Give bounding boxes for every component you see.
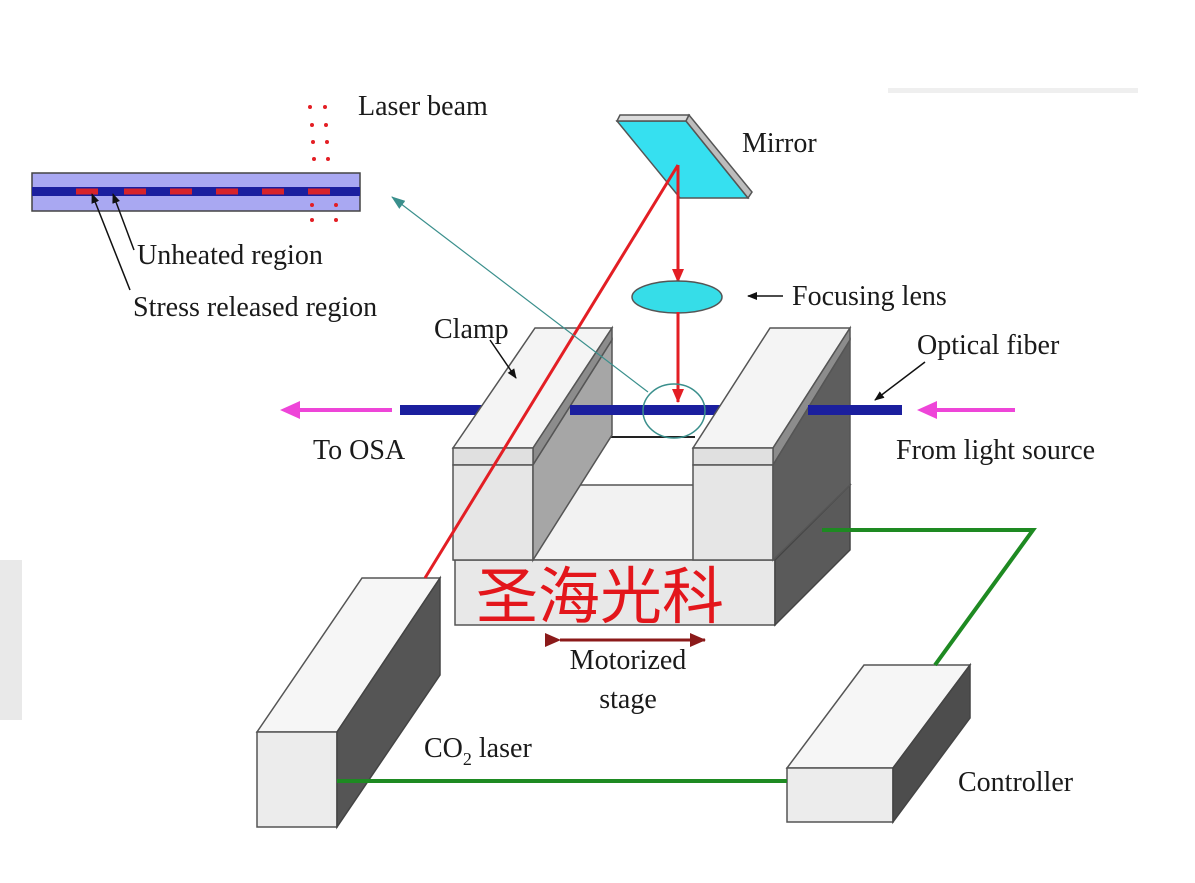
unheated-region-label: Unheated region <box>137 240 323 271</box>
co2-laser-label: CO2 laser <box>424 733 532 769</box>
grating-segment <box>262 188 284 195</box>
controller-box <box>785 662 972 825</box>
grating-segment <box>124 188 146 195</box>
watermark-text: 圣海光科 <box>476 560 724 633</box>
background-artifact <box>0 560 22 720</box>
optical-fiber-label: Optical fiber <box>917 330 1060 361</box>
mirror <box>615 113 753 200</box>
inset-laser-beam-dots <box>308 105 338 222</box>
stress-released-pointer <box>91 193 131 291</box>
focusing-lens <box>631 280 723 314</box>
from-light-source-label: From light source <box>896 435 1095 466</box>
optical-fiber-front <box>570 405 705 415</box>
fiber-pointer <box>874 361 926 401</box>
inset-core <box>32 187 360 196</box>
grating-segment <box>76 188 98 195</box>
from-light-source-arrowhead <box>917 401 937 419</box>
co2-laser-box <box>255 575 442 830</box>
magnify-circle <box>642 383 706 439</box>
right-clamp <box>691 325 852 562</box>
mirror-label: Mirror <box>742 128 817 159</box>
stress-released-region-label: Stress released region <box>133 292 377 323</box>
grating-segment <box>308 188 330 195</box>
unheated-pointer <box>112 193 135 251</box>
co2-prefix: CO <box>424 733 463 764</box>
left-clamp <box>451 325 614 563</box>
inset-pointer <box>391 196 649 393</box>
background-artifact-line <box>888 88 1138 93</box>
stage-label: stage <box>599 684 657 715</box>
to-osa-label: To OSA <box>313 435 406 466</box>
motorized-label: Motorized <box>570 645 687 676</box>
grating-segment <box>170 188 192 195</box>
laser-beam-to-mirror <box>423 164 680 579</box>
controller-label: Controller <box>958 767 1074 798</box>
co2-suffix: laser <box>472 733 533 764</box>
optical-fiber-right <box>808 405 902 415</box>
clamp-pointer <box>489 339 517 379</box>
laser-beam-label: Laser beam <box>358 91 488 122</box>
to-osa-arrowhead <box>280 401 300 419</box>
stage-controller-wire <box>822 528 1037 667</box>
stress-released-segments <box>76 188 330 195</box>
inset-fiber-grating <box>31 105 361 291</box>
grating-segment <box>216 188 238 195</box>
focusing-lens-label: Focusing lens <box>792 281 947 312</box>
co2-subscript: 2 <box>463 749 472 769</box>
clamp-label: Clamp <box>434 314 509 345</box>
